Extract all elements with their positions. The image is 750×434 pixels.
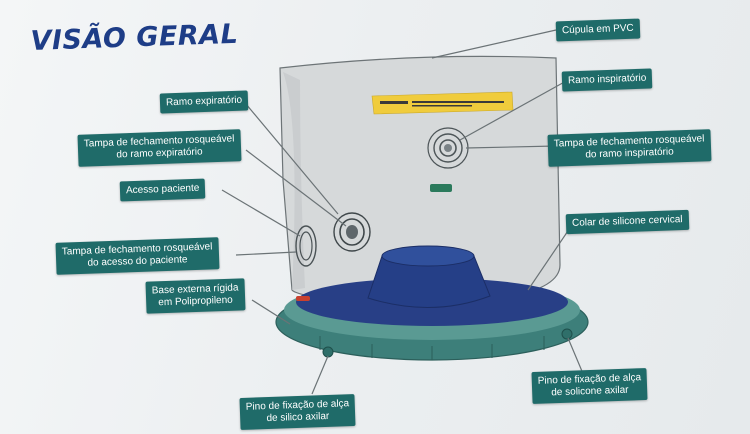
label-tampa-expiratorio-line2: do ramo expiratório	[116, 146, 203, 161]
label-pino-silico: Pino de fixação de alça de silico axilar	[239, 393, 356, 431]
label-acesso-paciente-text: Acesso paciente	[125, 182, 200, 197]
label-tampa-inspiratorio-line2: do ramo inspiratório	[585, 146, 674, 161]
label-pino-solicone: Pino de fixação de alça de solicone axil…	[531, 367, 648, 405]
label-tampa-acesso: Tampa de fechamento rosqueável do acesso…	[55, 237, 220, 275]
left-pin-icon	[322, 346, 334, 358]
label-tampa-inspiratorio: Tampa de fechamento rosqueável do ramo i…	[547, 129, 712, 167]
label-colar-text: Colar de silicone cervical	[571, 214, 683, 229]
label-ramo-expiratorio-text: Ramo expiratório	[165, 94, 243, 109]
side-cap-icon	[295, 225, 317, 267]
base-ring-segments	[319, 336, 545, 360]
label-acesso-paciente: Acesso paciente	[119, 178, 206, 202]
label-colar: Colar de silicone cervical	[565, 209, 689, 235]
label-base: Base externa rígida em Polipropileno	[145, 278, 246, 314]
label-pino-solicone-line2: de solicone axilar	[551, 384, 629, 399]
collar-top	[381, 245, 475, 267]
right-pin-icon	[561, 328, 573, 340]
port-ring-icon	[427, 127, 469, 169]
label-cupula: Cúpula em PVC	[555, 18, 641, 42]
label-tampa-acesso-line2: do acesso do paciente	[87, 254, 188, 269]
label-pino-silico-line1: Pino de fixação de alça	[245, 398, 350, 413]
yellow-band-text-marks	[380, 101, 504, 107]
label-tampa-expiratorio: Tampa de fechamento rosqueável do ramo e…	[77, 129, 242, 167]
label-ramo-expiratorio: Ramo expiratório	[159, 90, 249, 114]
label-ramo-inspiratorio: Ramo inspiratório	[561, 68, 653, 92]
label-base-line2: em Polipropileno	[158, 294, 233, 309]
label-cupula-text: Cúpula em PVC	[561, 22, 634, 37]
dome-tag	[430, 184, 452, 192]
label-pino-silico-line2: de silico axilar	[266, 410, 330, 425]
threaded-cap-icon	[333, 212, 371, 252]
red-clip	[296, 296, 310, 301]
label-ramo-inspiratorio-text: Ramo inspiratório	[567, 72, 647, 87]
